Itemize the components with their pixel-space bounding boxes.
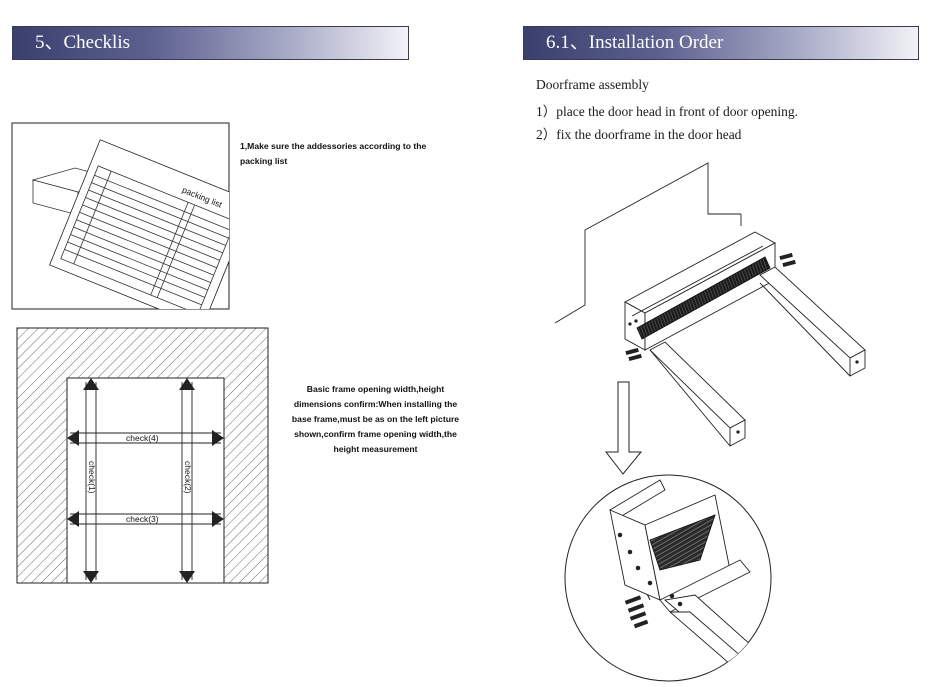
doorframe-assembly-illustration	[554, 162, 866, 447]
check-1-label: check(1)	[87, 461, 97, 494]
check-4-label: check(4)	[126, 433, 159, 443]
installation-step-2: 2）fix the doorframe in the door head	[536, 127, 742, 142]
frame-dimension-note: Basic frame opening width,height dimensi…	[291, 384, 460, 454]
section-5-title: 5、Checklis	[35, 32, 130, 53]
section-6-1-title: 6.1、Installation Order	[546, 32, 724, 53]
check-3-label: check(3)	[126, 514, 159, 524]
section-5-header: 5、Checklis	[12, 26, 409, 60]
packing-list-note: 1,Make sure the addessories according to…	[240, 141, 427, 166]
section-6-1-header: 6.1、Installation Order	[523, 26, 919, 60]
detail-zoom-illustration	[564, 474, 772, 682]
installation-step-1: 1）place the door head in front of door o…	[536, 104, 799, 119]
doorframe-assembly-title: Doorframe assembly	[536, 77, 649, 92]
down-arrow-icon	[604, 381, 643, 475]
check-2-label: check(2)	[183, 461, 193, 494]
frame-measure-illustration: check(4) check(3) check(1) check(2)	[16, 327, 269, 584]
packing-list-illustration: packing list	[11, 122, 230, 310]
